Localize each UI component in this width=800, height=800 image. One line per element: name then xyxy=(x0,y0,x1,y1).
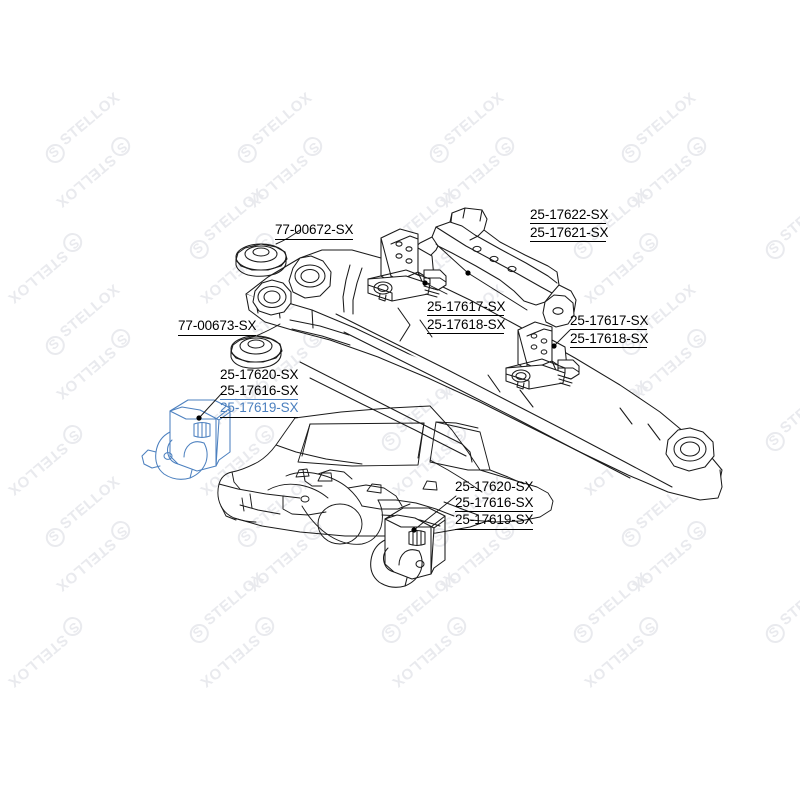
label-group-left-engine-mount-divider xyxy=(220,398,298,400)
rubber-bushing-lower xyxy=(230,335,283,369)
leader-dot-center-mount xyxy=(422,280,428,286)
engine-mount-lower xyxy=(370,507,446,588)
label-group-left-engine-mount-row-0: 25-17620-SX xyxy=(220,367,299,382)
label-group-center-mount: 25-17617-SX 25-17618-SX xyxy=(427,299,506,334)
label-77-00673-sx-text: 77-00673-SX xyxy=(178,318,257,333)
label-group-center-mount-divider xyxy=(427,315,504,316)
label-group-lower-engine-mount-row-2: 25-17619-SX xyxy=(455,512,534,527)
vehicle-body-outline xyxy=(217,405,554,545)
engine-mount-left-highlighted xyxy=(141,399,231,480)
leader-lower-mount xyxy=(413,495,457,531)
label-group-lower-engine-mount-underline xyxy=(455,528,533,530)
leader-77-00673 xyxy=(255,323,281,337)
label-group-left-engine-mount-underline xyxy=(220,416,298,418)
label-group-center-mount-row-1: 25-17618-SX xyxy=(427,316,506,332)
label-group-crossmember-divider xyxy=(530,223,606,224)
mount-bracket-right xyxy=(505,321,580,390)
label-77-00673-sx: 77-00673-SX xyxy=(178,318,257,336)
label-77-00672-sx-underline xyxy=(275,238,353,240)
label-77-00672-sx: 77-00672-SX xyxy=(275,222,354,240)
rubber-bushing-upper xyxy=(235,243,288,277)
label-group-right-mount: 25-17617-SX 25-17618-SX xyxy=(570,313,649,348)
label-group-left-engine-mount-row-2: 25-17619-SX xyxy=(220,400,299,415)
label-group-lower-engine-mount-row-0: 25-17620-SX xyxy=(455,479,534,494)
label-group-lower-engine-mount-row-1: 25-17616-SX xyxy=(455,494,534,510)
leader-dot-crossmember xyxy=(465,270,471,276)
label-group-crossmember-row-1: 25-17621-SX xyxy=(530,224,609,240)
label-group-right-mount-underline xyxy=(570,347,647,348)
label-group-crossmember-row-0: 25-17622-SX xyxy=(530,207,609,222)
label-group-right-mount-row-0: 25-17617-SX xyxy=(570,313,649,328)
label-group-center-mount-row-0: 25-17617-SX xyxy=(427,299,506,314)
leader-dot-lower-mount xyxy=(411,527,417,533)
crossmember-beam xyxy=(406,207,577,328)
leader-center-mount xyxy=(424,282,448,295)
front-subframe-crossmember xyxy=(245,249,723,501)
label-group-center-mount-underline xyxy=(427,333,504,334)
label-group-crossmember: 25-17622-SX 25-17621-SX xyxy=(530,207,609,242)
leader-77-00672 xyxy=(275,229,301,245)
label-77-00673-sx-underline xyxy=(178,334,256,336)
leader-dot-left-mount xyxy=(196,415,202,421)
label-77-00672-sx-text: 77-00672-SX xyxy=(275,222,354,237)
leader-right-mount xyxy=(553,329,571,347)
label-group-right-mount-row-1: 25-17618-SX xyxy=(570,330,649,346)
label-group-crossmember-underline xyxy=(530,241,606,242)
leader-left-mount xyxy=(198,392,223,419)
label-group-right-mount-divider xyxy=(570,329,647,330)
label-group-lower-engine-mount-divider xyxy=(455,510,533,512)
label-group-left-engine-mount-row-1: 25-17616-SX xyxy=(220,382,299,398)
leader-dots xyxy=(196,270,557,533)
leader-dot-right-mount xyxy=(551,343,557,349)
